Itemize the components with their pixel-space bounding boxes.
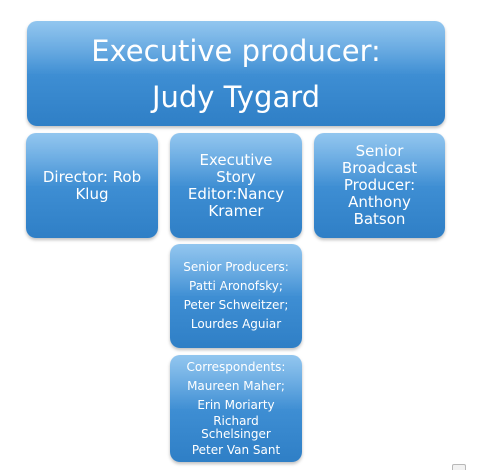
story-editor-label: Executive Story Editor:Nancy Kramer xyxy=(187,150,285,220)
correspondent-name: Peter Van Sant xyxy=(191,442,281,457)
correspondents-heading: Correspondents: xyxy=(186,359,286,374)
executive-producer-title: Executive producer: xyxy=(91,33,381,68)
correspondents-box: Correspondents: Maureen Maher; Erin Mori… xyxy=(170,355,302,462)
senior-producer-name: Patti Aronofsky; xyxy=(189,279,283,293)
senior-producers-box: Senior Producers: Patti Aronofsky; Peter… xyxy=(170,244,302,348)
correspondent-name: Richard xyxy=(213,413,259,428)
senior-producer-name: Lourdes Aguiar xyxy=(190,317,282,331)
correspondent-name: Erin Moriarty xyxy=(197,397,275,412)
broadcast-producer-label: Senior Broadcast Producer: Anthony Batso… xyxy=(341,142,418,228)
executive-producer-name: Judy Tygard xyxy=(151,79,321,114)
broadcast-producer-box: Senior Broadcast Producer: Anthony Batso… xyxy=(314,133,445,238)
director-box: Director: Rob Klug xyxy=(26,133,158,238)
senior-producer-name: Peter Schweitzer; xyxy=(183,298,289,312)
correspondent-name: Schelsinger xyxy=(201,426,271,441)
senior-producers-heading: Senior Producers: xyxy=(183,260,289,274)
correspondent-name: Maureen Maher; xyxy=(187,378,285,393)
corner-handle xyxy=(452,464,466,470)
executive-producer-box: Executive producer: Judy Tygard xyxy=(27,21,445,126)
story-editor-box: Executive Story Editor:Nancy Kramer xyxy=(170,133,302,238)
director-label: Director: Rob Klug xyxy=(42,167,142,203)
